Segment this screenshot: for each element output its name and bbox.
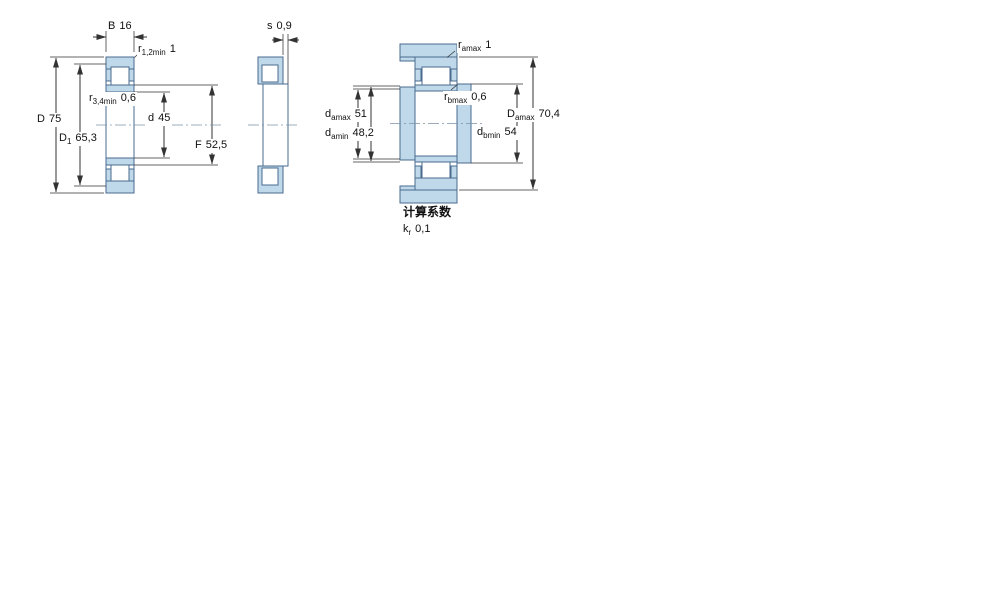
inner-ring-bottom [105, 157, 135, 166]
inner-ring-bottom [414, 155, 458, 163]
leader-ra [446, 50, 456, 58]
outer-ring-flange-right-top [128, 68, 135, 82]
roller-bottom [421, 161, 451, 181]
housing-bottom [399, 189, 458, 204]
housing-shoulder-bottom [399, 185, 416, 191]
housing-shoulder-top [399, 56, 416, 62]
roller-window-top [261, 64, 279, 83]
outer-ring-flange-right-bottom [450, 165, 458, 179]
housing-top [399, 43, 458, 58]
outer-ring-flange-left-top [414, 68, 422, 82]
roller-top [110, 66, 130, 86]
outer-ring-flange-right-bottom [128, 168, 135, 182]
roller-bottom [110, 164, 130, 184]
calculation-factors-heading: 计算系数 [402, 205, 453, 219]
cross-section-view [50, 31, 224, 194]
inner-ring-top [414, 84, 458, 92]
roller-top [421, 66, 451, 86]
mounting-view [353, 43, 538, 204]
dimension-da-min [353, 88, 400, 160]
outer-ring-bottom [105, 180, 135, 194]
outer-ring-bottom [414, 177, 458, 191]
outer-ring-flange-right-top [450, 68, 458, 82]
outer-ring-flange-left-bottom [105, 168, 112, 182]
dimension-B [93, 31, 147, 52]
inner-ring-top [105, 84, 135, 93]
dimension-da-max [353, 85, 400, 163]
leader-rb [450, 84, 458, 91]
roller-window-bottom [261, 167, 279, 186]
side-profile-view [248, 34, 299, 194]
dimension-d [134, 91, 170, 159]
dimension-s [272, 34, 299, 84]
outer-ring-flange-left-top [105, 68, 112, 82]
outer-ring-flange-left-bottom [414, 165, 422, 179]
